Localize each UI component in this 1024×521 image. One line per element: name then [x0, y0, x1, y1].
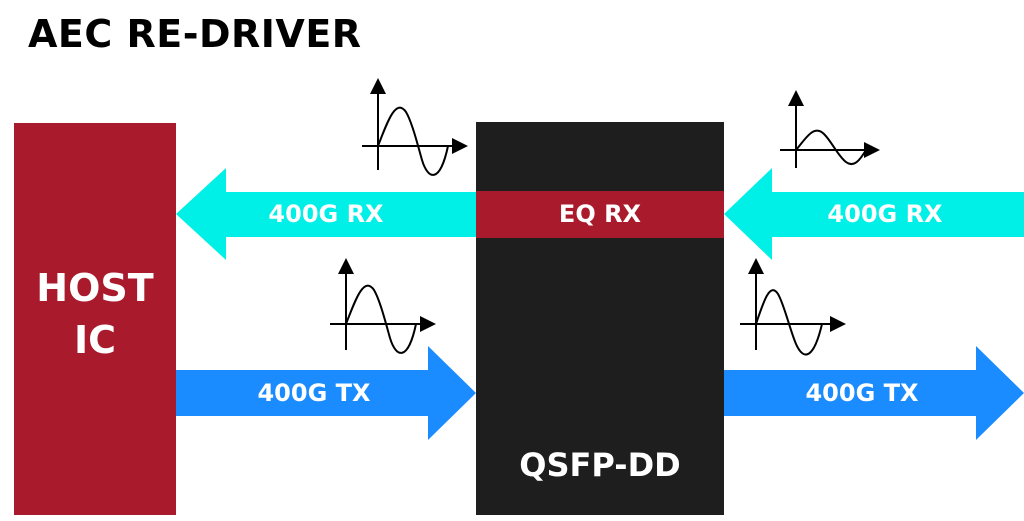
sine-wave-icon	[740, 258, 846, 356]
diagram-title: AEC RE-DRIVER	[28, 12, 362, 56]
eq-rx-label: EQ RX	[558, 200, 642, 228]
tx-arrow-line-side	[724, 346, 1024, 440]
sine-wave-icon	[362, 78, 468, 176]
eq-rx-band	[476, 191, 724, 238]
host-label-line2: IC	[73, 318, 117, 362]
qsfp-dd-block	[476, 122, 724, 515]
host-label-line1: HOST	[36, 266, 154, 310]
rx-left-label: 400G RX	[268, 200, 384, 228]
host-ic-block	[14, 123, 176, 515]
host-ic-label: HOST IC	[14, 262, 176, 366]
qsfp-dd-label: QSFP-DD	[519, 446, 681, 484]
rx-right-label: 400G RX	[827, 200, 943, 228]
sine-wave-icon	[330, 258, 436, 354]
tx-right-label: 400G TX	[805, 379, 919, 407]
tx-arrow-host-side	[176, 346, 476, 440]
rx-arrow-host-side	[176, 168, 476, 260]
sine-wave-icon	[780, 90, 880, 168]
rx-arrow-line-side	[724, 168, 1024, 260]
tx-left-label: 400G TX	[257, 379, 371, 407]
